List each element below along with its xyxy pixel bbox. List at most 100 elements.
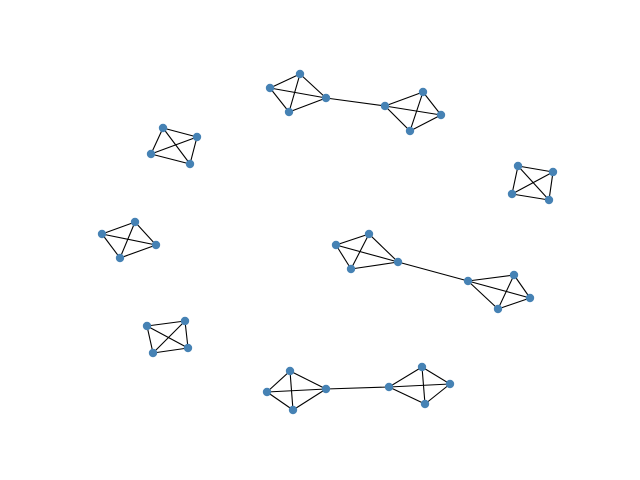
edge-h2-h4 [119, 221, 136, 259]
node-e4 [321, 384, 331, 394]
node-f3 [445, 379, 455, 389]
edge-a1-a4 [269, 87, 327, 99]
edge-a4-b1 [325, 97, 386, 107]
node-b3 [436, 110, 446, 120]
node-f2 [417, 362, 427, 372]
node-e1 [262, 387, 272, 397]
edge-g2-g4 [189, 136, 198, 165]
edge-b1-b4 [384, 105, 411, 132]
node-i3 [148, 348, 158, 358]
node-g2 [192, 132, 202, 142]
edge-layer [101, 73, 554, 411]
edge-b2-b4 [409, 91, 424, 132]
edge-g1-g2 [162, 127, 198, 138]
edge-b3-b4 [409, 114, 442, 132]
node-c2 [364, 229, 374, 239]
node-g3 [146, 149, 156, 159]
node-g4 [185, 159, 195, 169]
node-i1 [142, 321, 152, 331]
edge-h1-h4 [101, 233, 121, 259]
edge-d1-d4 [467, 280, 499, 310]
edge-i2-i3 [152, 320, 186, 354]
node-j1 [513, 161, 523, 171]
edge-c2-c4 [368, 233, 399, 263]
node-i4 [183, 343, 193, 353]
node-f4 [420, 399, 430, 409]
node-g1 [158, 123, 168, 133]
edge-b2-b3 [422, 91, 442, 116]
edge-a2-a4 [299, 73, 327, 99]
node-a2 [295, 69, 305, 79]
node-d4 [493, 304, 503, 314]
edge-d1-d3 [467, 280, 531, 299]
edge-c2-c3 [350, 233, 370, 270]
node-b4 [405, 126, 415, 136]
node-c1 [331, 240, 341, 250]
node-c3 [346, 264, 356, 274]
edge-c1-c4 [335, 244, 399, 263]
node-h4 [115, 253, 125, 263]
edge-e1-e4 [266, 388, 327, 393]
edge-j1-j3 [511, 165, 519, 195]
edge-e1-e2 [266, 370, 291, 393]
node-h2 [130, 217, 140, 227]
node-e2 [285, 366, 295, 376]
edge-j2-j4 [548, 171, 554, 201]
node-c4 [393, 257, 403, 267]
node-layer [97, 69, 558, 415]
edge-g1-g4 [162, 127, 191, 165]
node-d1 [463, 276, 473, 286]
edge-e3-e4 [292, 388, 327, 411]
edge-a2-a3 [288, 73, 301, 113]
node-d3 [525, 293, 535, 303]
edge-a3-a4 [288, 97, 327, 113]
edge-d2-d3 [513, 274, 531, 299]
node-h3 [151, 240, 161, 250]
edge-b1-b2 [384, 91, 424, 107]
edge-g2-g3 [150, 136, 198, 155]
node-i2 [180, 316, 190, 326]
edge-e2-e4 [289, 370, 327, 390]
node-b2 [418, 87, 428, 97]
edge-c1-c3 [335, 244, 352, 270]
node-a3 [284, 107, 294, 117]
node-b1 [380, 101, 390, 111]
node-j3 [507, 189, 517, 199]
edge-h1-h3 [101, 233, 157, 246]
node-d2 [509, 270, 519, 280]
edge-h1-h2 [101, 221, 136, 235]
edge-c1-c2 [335, 233, 370, 246]
edge-d3-d4 [497, 297, 531, 310]
edge-i1-i4 [146, 325, 189, 349]
node-e3 [288, 405, 298, 415]
edge-j3-j4 [511, 193, 550, 201]
node-j4 [544, 195, 554, 205]
edge-f2-f3 [421, 366, 451, 385]
edge-j1-j2 [517, 165, 554, 173]
edge-j2-j3 [511, 171, 554, 195]
edge-i1-i2 [146, 320, 186, 327]
edge-f2-f4 [421, 366, 426, 405]
node-a1 [265, 83, 275, 93]
edge-i3-i4 [152, 347, 189, 354]
edge-c4-d1 [397, 261, 469, 282]
edge-g3-g4 [150, 153, 191, 165]
edge-h2-h3 [134, 221, 157, 246]
edge-b1-b3 [384, 105, 442, 116]
edge-a1-a2 [269, 73, 301, 89]
edge-e2-e3 [289, 370, 294, 411]
edge-f3-f4 [424, 383, 451, 405]
node-a4 [321, 93, 331, 103]
edge-f1-f3 [388, 383, 451, 388]
edge-h3-h4 [119, 244, 157, 259]
edge-d1-d2 [467, 274, 515, 282]
node-f1 [384, 382, 394, 392]
edge-i2-i4 [184, 320, 189, 349]
node-h1 [97, 229, 107, 239]
edge-e1-e3 [266, 391, 294, 411]
edge-i1-i3 [146, 325, 154, 354]
edge-f1-f4 [388, 386, 426, 405]
edge-c3-c4 [350, 261, 399, 270]
edge-e4-f1 [325, 386, 390, 390]
